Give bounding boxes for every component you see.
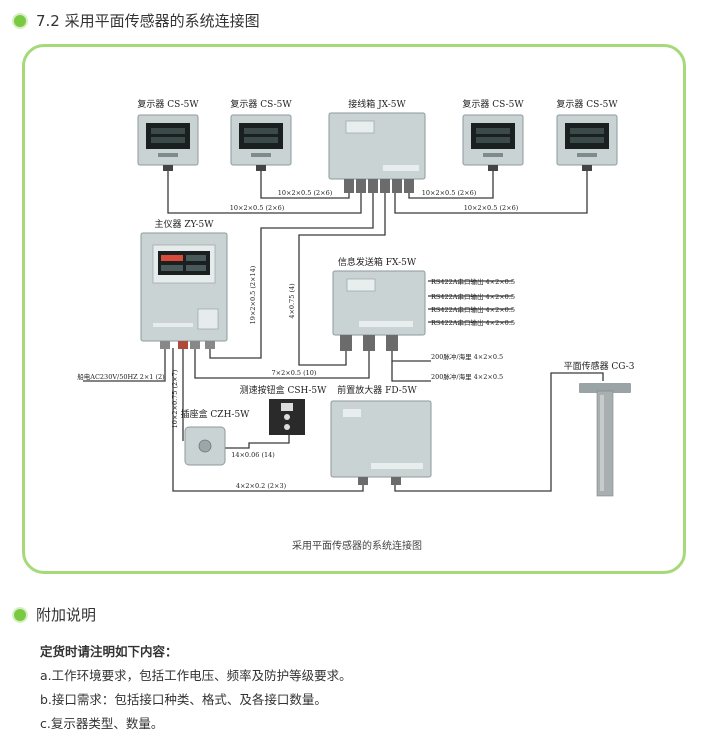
fx-output-4: RS422A串口输出 4×2×0.5 [431, 318, 515, 327]
wire-jx-zy [209, 193, 374, 359]
label-jx: 接线箱 JX-5W [348, 98, 406, 110]
main-instrument-zy [140, 232, 228, 349]
plane-sensor-cg [579, 383, 631, 497]
wire-fx-pulse1 [391, 351, 431, 362]
label-cg: 平面传感器 CG-3 [564, 360, 635, 372]
cable-label-c6: 4×0.75 (4) [288, 283, 296, 319]
appendix-heading: 附加说明 [14, 604, 96, 625]
wire-zy-fx [194, 348, 370, 379]
cable-label-c7: 7×2×0.5 (10) [272, 369, 317, 377]
cable-label-c3: 10×2×0.5 (2×6) [422, 189, 477, 197]
info-sender-fx [332, 270, 426, 351]
repeater-cs2 [230, 114, 292, 171]
appendix-item-b: b.接口需求：包括接口种类、格式、及各接口数量。 [40, 692, 327, 707]
label-cs4: 复示器 CS-5W [556, 98, 618, 110]
wire-jx-fx [298, 193, 386, 366]
pulse-output-1: 200脉冲/海里 4×2×0.5 [431, 352, 503, 361]
appendix-item-a: a.工作环境要求，包括工作电压、频率及防护等级要求。 [40, 668, 352, 683]
label-cs3: 复示器 CS-5W [462, 98, 524, 110]
wire-cs4-jx [394, 168, 588, 214]
cable-label-c5: 19×2×0.5 (2×14) [249, 265, 257, 324]
socket-box-czh [184, 426, 226, 466]
label-czh: 插座盒 CZH-5W [181, 408, 251, 420]
label-zy: 主仪器 ZY-5W [154, 218, 214, 230]
cable-label-c8: 10×2×0.75 (2×7) [171, 369, 179, 428]
pulse-output-2: 200脉冲/海里 4×2×0.5 [431, 372, 503, 381]
cable-label-c10: 4×2×0.2 (2×3) [236, 482, 287, 490]
label-cs2: 复示器 CS-5W [230, 98, 292, 110]
repeater-cs1 [137, 114, 199, 171]
fx-output-2: RS422A串口输出 4×2×0.5 [431, 292, 515, 301]
repeater-cs4 [556, 114, 618, 171]
cable-label-power: 船电AC230V/50HZ 2×1 (2) [77, 372, 165, 381]
label-fx: 信息发送箱 FX-5W [338, 256, 417, 268]
section-title: 7.2 采用平面传感器的系统连接图 [36, 12, 260, 30]
wire-czh-csh [225, 433, 290, 449]
cable-label-c1: 10×2×0.5 (2×6) [278, 189, 333, 197]
speed-button-box-csh [269, 399, 305, 435]
appendix-lead: 定货时请注明如下内容： [40, 644, 178, 659]
wire-cs1-jx [167, 168, 362, 214]
green-bullet-icon [14, 14, 26, 27]
repeater-cs3 [462, 114, 524, 171]
wires [83, 168, 604, 492]
wire-fx-pulse2 [391, 361, 431, 382]
wire-fd-cg [394, 372, 604, 492]
appendix-title: 附加说明 [36, 606, 97, 624]
appendix-notes: 定货时请注明如下内容： a.工作环境要求，包括工作电压、频率及防护等级要求。 b… [40, 640, 352, 736]
junction-box-jx [328, 112, 426, 193]
diagram-caption: 采用平面传感器的系统连接图 [292, 539, 422, 552]
section-heading: 7.2 采用平面传感器的系统连接图 [14, 10, 260, 31]
connection-diagram: 复示器 CS-5W 复示器 CS-5W 接线箱 JX-5W 复示器 CS-5W … [77, 98, 635, 552]
preamplifier-fd [330, 400, 432, 485]
wire-cs3-jx [408, 168, 494, 199]
fx-output-1: RS422A串口输出 4×2×0.5 [431, 277, 515, 286]
cable-label-c4: 10×2×0.5 (2×6) [464, 204, 519, 212]
cable-label-c9: 14×0.06 (14) [231, 451, 275, 459]
fx-output-3: RS422A串口输出 4×2×0.5 [431, 305, 515, 314]
label-fd: 前置放大器 FD-5W [337, 384, 417, 396]
label-cs1: 复示器 CS-5W [137, 98, 199, 110]
label-csh: 测速按钮盒 CSH-5W [240, 384, 328, 396]
wire-cs2-jx [260, 168, 350, 199]
wire-power [83, 348, 166, 382]
cable-label-c2: 10×2×0.5 (2×6) [230, 204, 285, 212]
diagram-panel: 复示器 CS-5W 复示器 CS-5W 接线箱 JX-5W 复示器 CS-5W … [22, 44, 686, 574]
appendix-item-c: c.复示器类型、数量。 [40, 716, 164, 731]
green-bullet-icon [14, 608, 26, 621]
